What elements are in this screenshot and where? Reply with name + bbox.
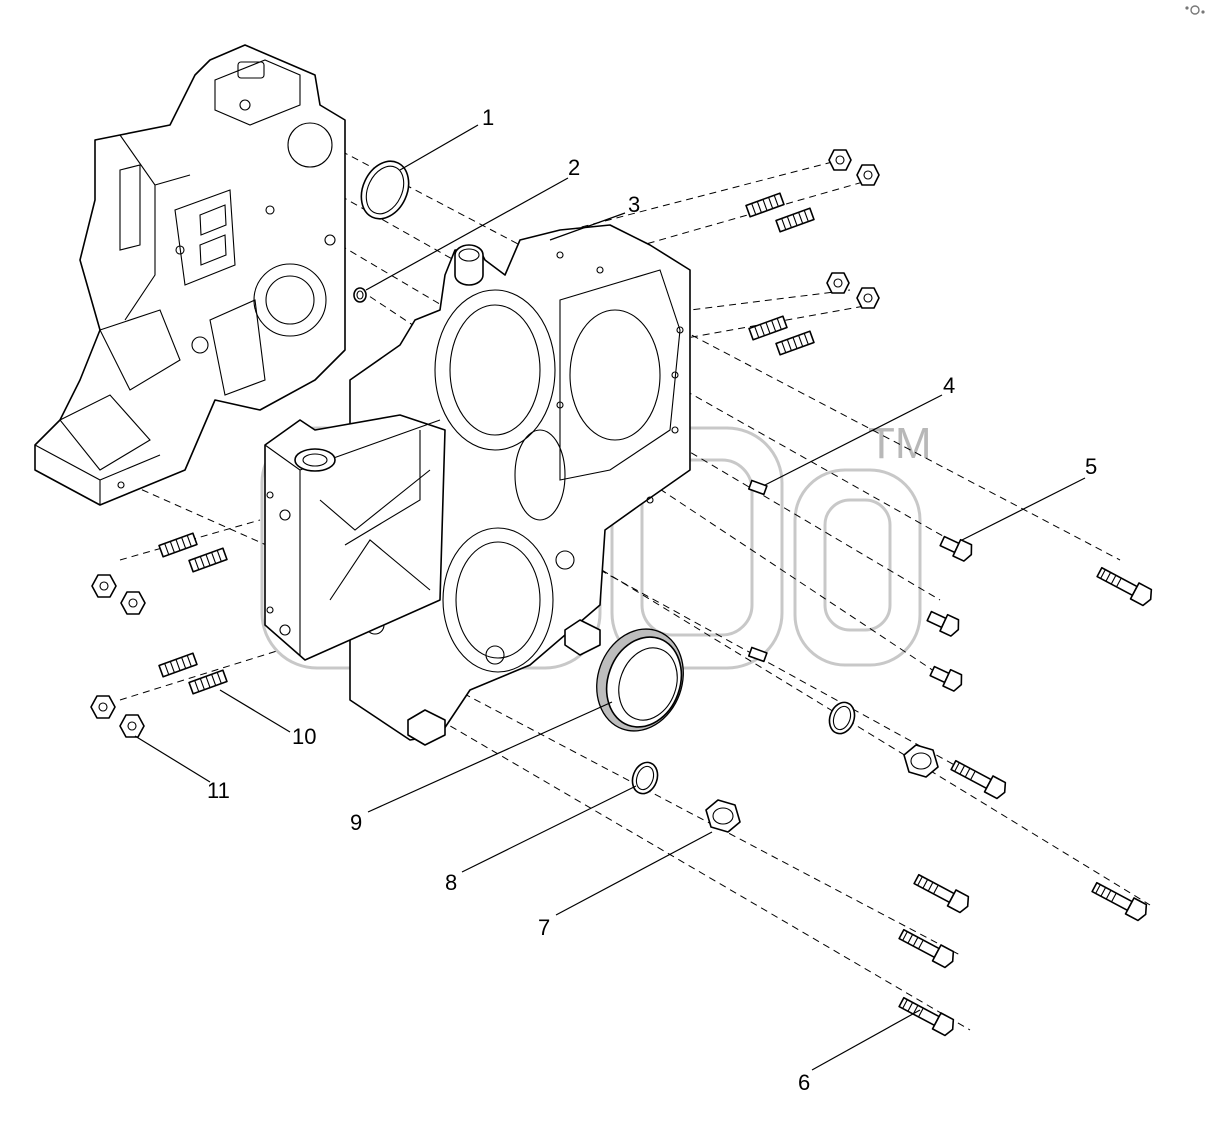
- callout-4: 4: [943, 373, 955, 398]
- watermark-trademark: TM: [868, 419, 932, 468]
- studs-upper: [745, 192, 815, 356]
- callout-8: 8: [445, 870, 457, 895]
- timing-gear-housing: [349, 224, 691, 746]
- dowel-pins: [747, 479, 768, 663]
- callout-9: 9: [350, 810, 362, 835]
- callout-labels: 1 2 3 4 5 6 7 8 9 10 11: [207, 105, 1097, 1095]
- callout-6: 6: [798, 1070, 810, 1095]
- o-ring-large: [360, 160, 410, 220]
- crankshaft-seal: [596, 628, 684, 732]
- callout-5: 5: [1085, 454, 1097, 479]
- bolts-long: [898, 566, 1153, 1037]
- leader-lines: [134, 124, 1086, 1071]
- o-ring-8: [631, 701, 856, 795]
- engine-block: [34, 44, 346, 506]
- callout-2: 2: [568, 155, 580, 180]
- reload-icon[interactable]: [1185, 5, 1205, 15]
- nuts-left: [90, 574, 146, 738]
- callout-3: 3: [628, 192, 640, 217]
- studs-left: [158, 532, 228, 695]
- callout-10: 10: [292, 724, 316, 749]
- front-plate: [264, 414, 446, 661]
- nuts-upper: [826, 149, 880, 309]
- callout-11: 11: [207, 778, 230, 803]
- callout-1: 1: [482, 105, 494, 130]
- callout-7: 7: [538, 915, 550, 940]
- bolts-short: [926, 535, 973, 692]
- plug-7: [705, 744, 939, 833]
- o-ring-small: [353, 287, 367, 303]
